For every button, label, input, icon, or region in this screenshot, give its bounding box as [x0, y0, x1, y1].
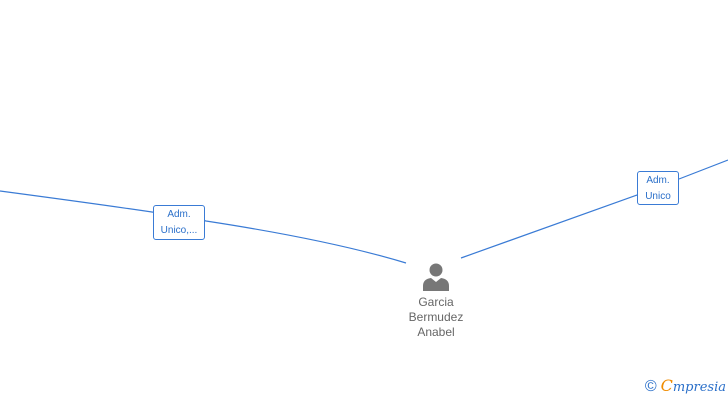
edge-label-role[interactable]: Adm. Unico	[637, 171, 679, 205]
person-name: Garcia Bermudez Anabel	[396, 295, 476, 340]
link-left	[0, 190, 407, 264]
edge-label-line: Unico,...	[160, 225, 198, 236]
edge-label-role[interactable]: Adm. Unico,...	[153, 205, 205, 240]
person-name-line: Garcia	[418, 295, 454, 309]
person-node[interactable]: Garcia Bermudez Anabel	[396, 261, 476, 340]
brand-logo-initial: C	[660, 376, 673, 395]
brand-logo-rest: mpresia	[672, 380, 726, 395]
person-icon	[423, 263, 449, 291]
person-name-line: Bermudez	[408, 310, 464, 324]
person-name-line: Anabel	[417, 325, 455, 339]
link-right	[460, 159, 728, 259]
edge-label-line: Adm.	[167, 209, 191, 220]
edge-label-line: Unico	[645, 191, 671, 202]
edge-label-line: Adm.	[646, 175, 670, 186]
copyright-icon: ©	[644, 378, 657, 395]
brand-logo: Cmpresia	[661, 378, 726, 396]
brand-watermark: © Cmpresia	[645, 378, 726, 396]
